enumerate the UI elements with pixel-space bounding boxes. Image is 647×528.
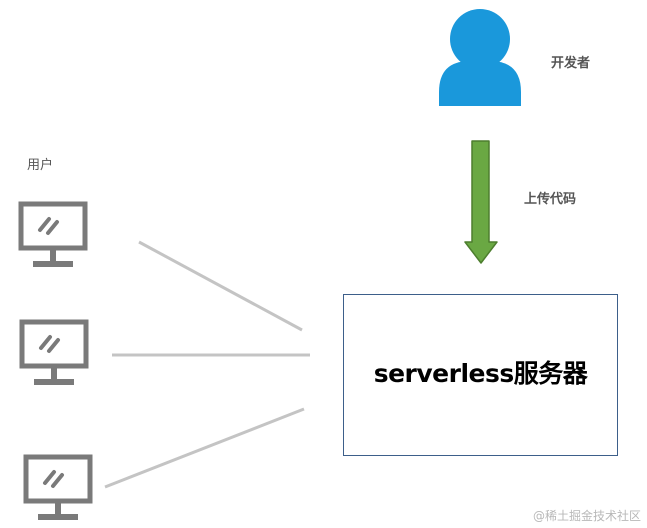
- connector-line: [138, 240, 303, 332]
- monitor-icon: [19, 319, 89, 385]
- developer-label: 开发者: [551, 56, 591, 71]
- person-icon: [439, 9, 521, 106]
- server-label: serverless服务器: [373, 359, 588, 388]
- monitor-icon: [23, 454, 93, 520]
- monitor-icon: [18, 201, 88, 267]
- upload-arrow: [464, 140, 498, 264]
- upload-code-label: 上传代码: [524, 192, 577, 207]
- server-box: [343, 294, 618, 456]
- watermark-text: @稀土掘金技术社区: [532, 509, 641, 523]
- connector-line: [104, 407, 305, 489]
- users-label: 用户: [27, 158, 54, 173]
